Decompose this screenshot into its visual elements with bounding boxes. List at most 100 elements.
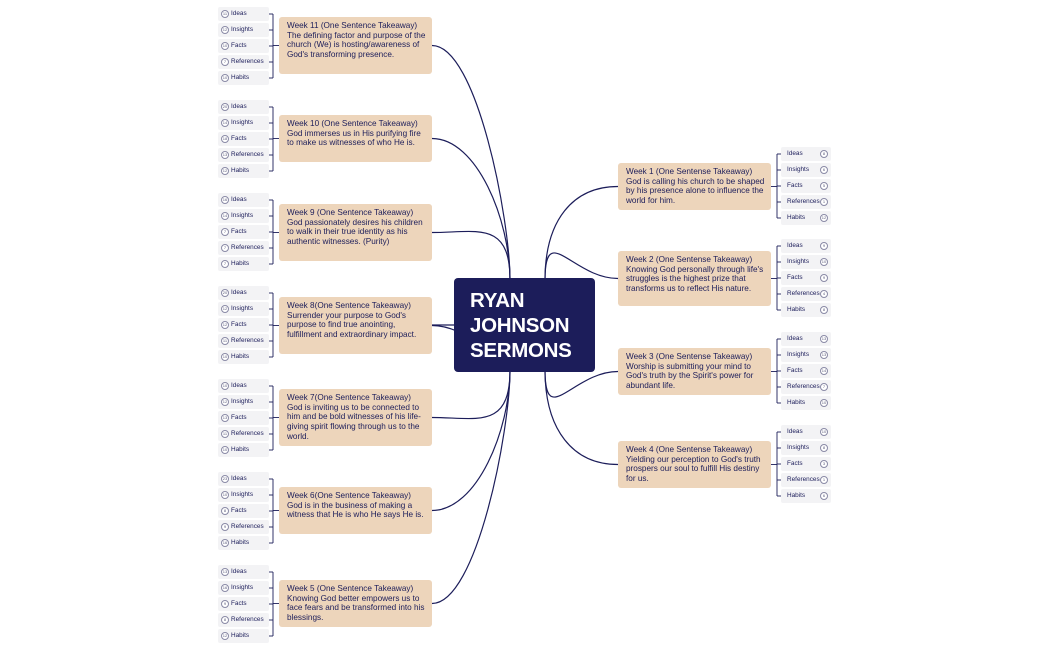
subtopic-label: Facts xyxy=(787,367,803,374)
subtopic-label: Ideas xyxy=(231,289,247,296)
count-badge-icon: 12 xyxy=(820,214,828,222)
connector-line xyxy=(431,230,511,281)
count-badge-icon: 14 xyxy=(820,367,828,375)
week-topic[interactable]: Week 4 (One Sentense Takeaway)Yielding o… xyxy=(618,441,771,488)
week-topic[interactable]: Week 1 (One Sentense Takeaway)God is cal… xyxy=(618,163,771,210)
week-topic[interactable]: Week 2 (One Sentense Takeaway)Knowing Go… xyxy=(618,251,771,306)
count-badge-icon: 10 xyxy=(221,382,229,390)
subtopic-label: Habits xyxy=(231,539,250,546)
connector-line xyxy=(431,44,511,281)
week-title: Week 9 (One Sentence Takeaway) xyxy=(287,208,414,217)
week-topic[interactable]: Week 6(One Sentence Takeaway)God is in t… xyxy=(279,487,432,534)
subtopic-label: Ideas xyxy=(787,428,803,435)
count-badge-icon: 13 xyxy=(221,414,229,422)
week-topic[interactable]: Week 7(One Sentence Takeaway)God is invi… xyxy=(279,389,432,446)
subtopic-label: Facts xyxy=(231,135,247,142)
subtopic-label: Ideas xyxy=(231,382,247,389)
week-topic[interactable]: Week 5 (One Sentence Takeaway)Knowing Go… xyxy=(279,580,432,627)
connector-line xyxy=(544,369,619,398)
count-badge-icon: 8 xyxy=(820,306,828,314)
subtopic-label: References xyxy=(231,523,264,530)
count-badge-icon: 7 xyxy=(221,260,229,268)
subtopic-label: Habits xyxy=(231,632,250,639)
central-topic[interactable]: RYAN JOHNSON SERMONS xyxy=(454,278,595,372)
week-takeaway: God is inviting us to be connected to hi… xyxy=(287,402,421,441)
subtopic-label: References xyxy=(231,616,264,623)
week-takeaway: Surrender your purpose to God's purpose … xyxy=(287,310,417,340)
count-badge-icon: 11 xyxy=(221,430,229,438)
count-badge-icon: 8 xyxy=(221,507,229,515)
subtopic-facts[interactable]: 14 Facts xyxy=(781,364,831,378)
subtopic-label: Insights xyxy=(231,491,254,498)
subtopic-label: Insights xyxy=(231,26,254,33)
count-badge-icon: 12 xyxy=(221,305,229,313)
week-topic[interactable]: Week 11 (One Sentence Takeaway)The defin… xyxy=(279,17,432,74)
week-topic[interactable]: Week 3 (One Sentense Takeaway)Worship is… xyxy=(618,348,771,395)
subtopic-label: Habits xyxy=(231,167,250,174)
count-badge-icon: 10 xyxy=(221,446,229,454)
subtopic-label: Facts xyxy=(231,600,247,607)
week-topic[interactable]: Week 8(One Sentence Takeaway)Surrender y… xyxy=(279,297,432,354)
subtopic-label: Ideas xyxy=(231,103,247,110)
week-title: Week 1 (One Sentense Takeaway) xyxy=(626,167,753,176)
week-topic[interactable]: Week 10 (One Sentence Takeaway)God immer… xyxy=(279,115,432,162)
count-badge-icon: 8 xyxy=(820,150,828,158)
week-title: Week 5 (One Sentence Takeaway) xyxy=(287,584,414,593)
week-topic[interactable]: Week 9 (One Sentence Takeaway)God passio… xyxy=(279,204,432,261)
